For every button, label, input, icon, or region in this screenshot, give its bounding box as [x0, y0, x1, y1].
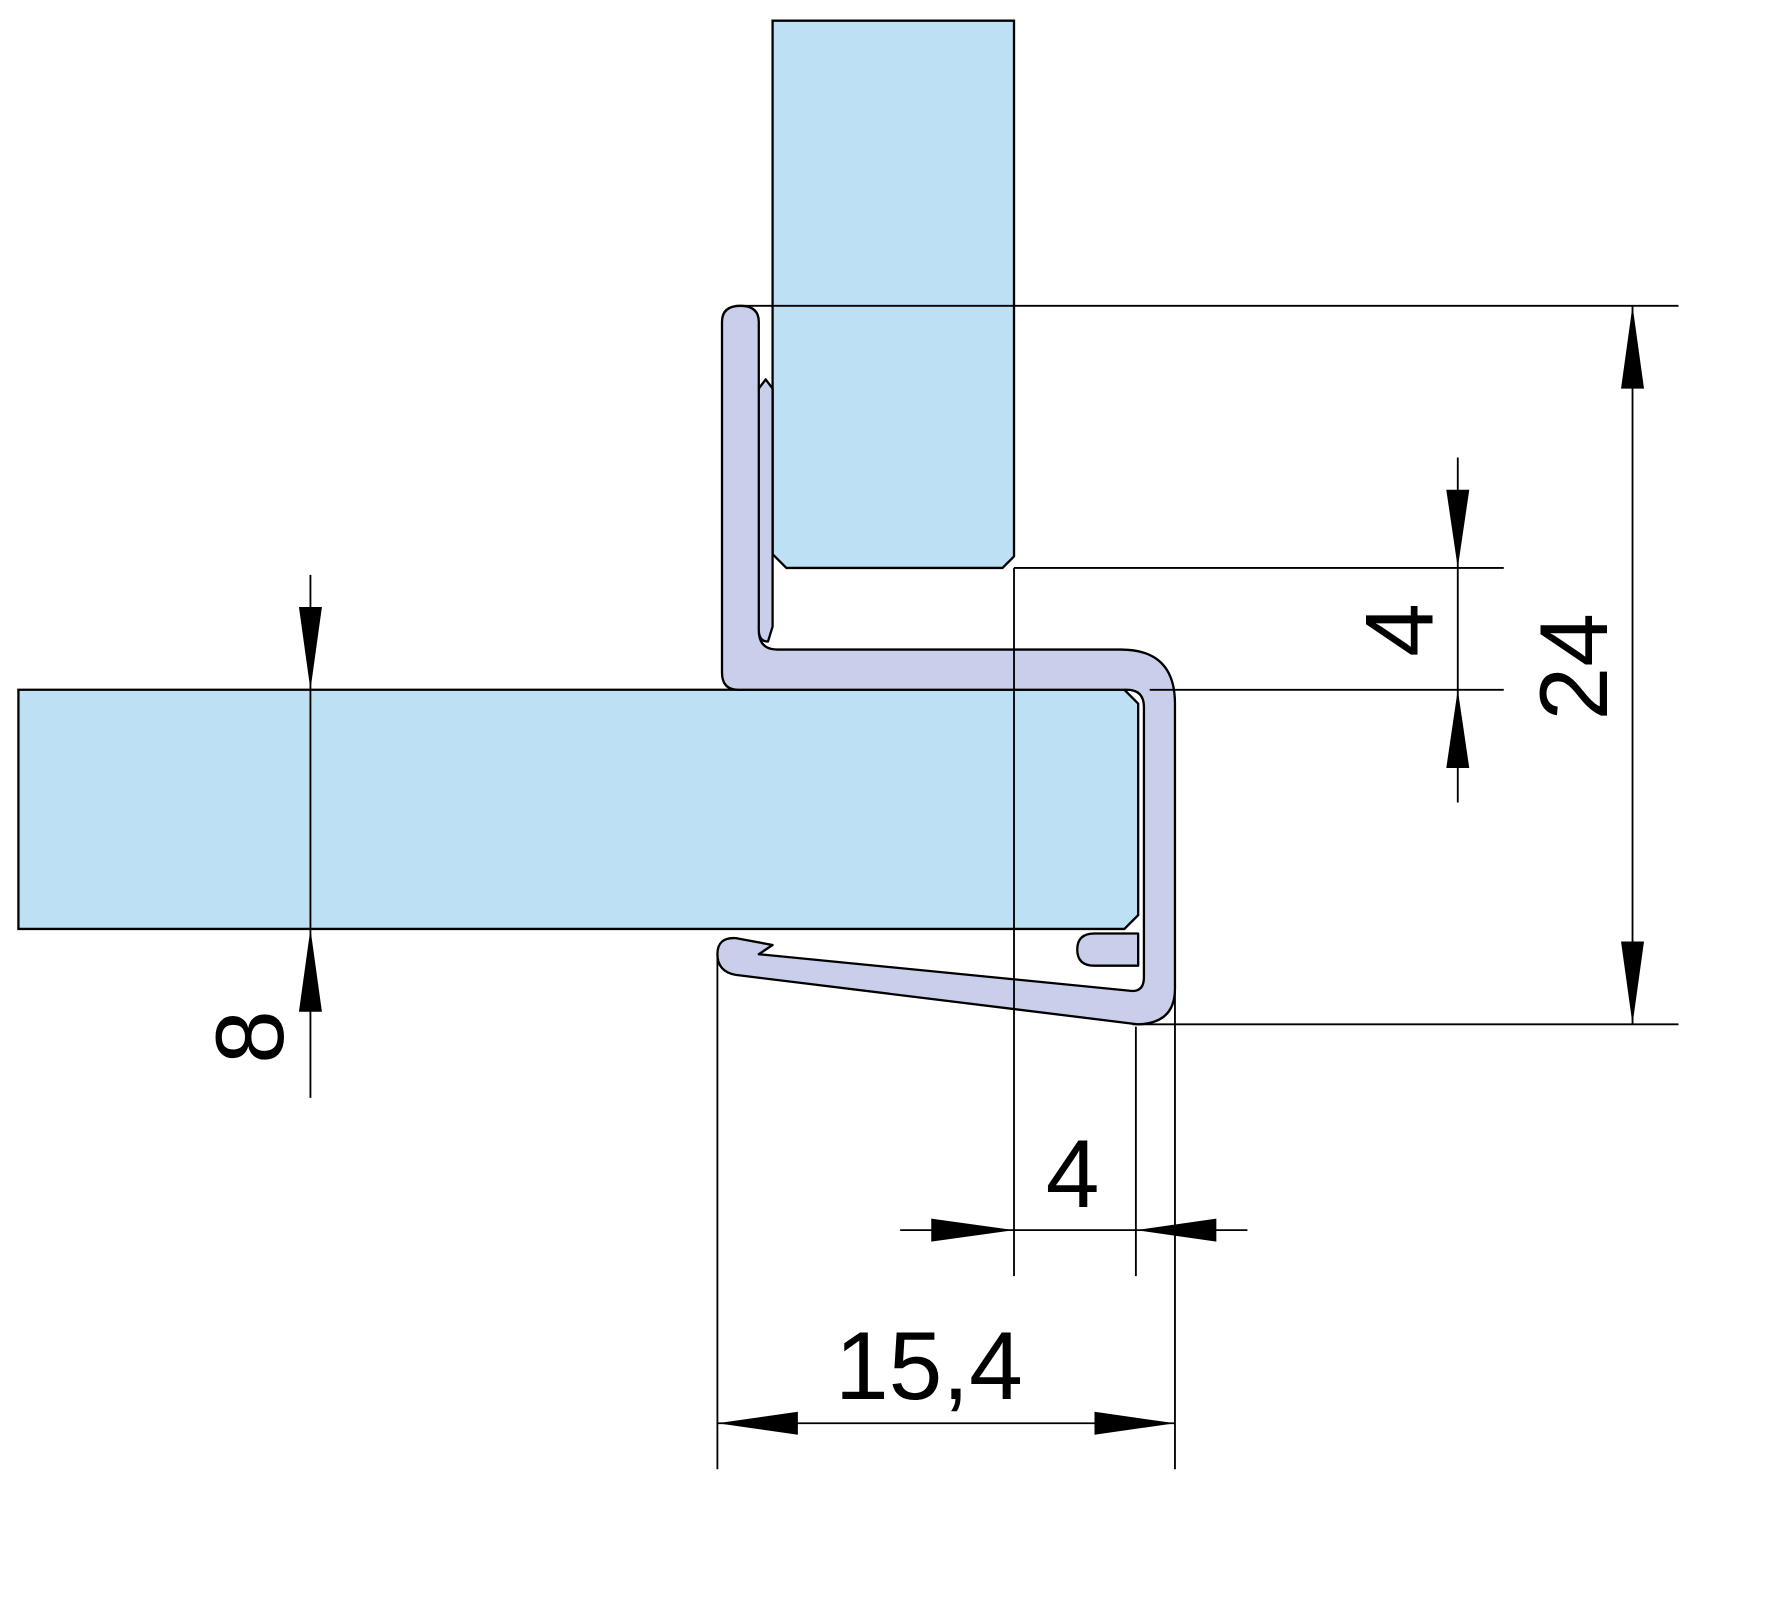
arrow-icon	[1621, 305, 1645, 389]
dimension-overall-width: 15,4	[717, 1313, 1175, 1435]
lower-glass-panel	[17, 688, 1140, 931]
arrow-icon	[298, 607, 322, 690]
seal-hook	[1076, 932, 1140, 967]
dimension-gap-width: 4	[900, 1121, 1248, 1242]
arrow-icon	[1446, 689, 1470, 768]
dimension-glass-thickness: 8	[197, 574, 322, 1098]
dimension-overall-height: 24	[1521, 305, 1645, 1025]
dimension-label: 15,4	[835, 1313, 1023, 1420]
arrow-icon	[1621, 941, 1645, 1025]
upper-glass-panel	[771, 19, 1016, 570]
arrow-icon	[717, 1411, 798, 1435]
arrow-icon	[1135, 1218, 1217, 1242]
dimension-label: 8	[197, 1010, 304, 1064]
dimension-label: 24	[1521, 613, 1628, 720]
arrow-icon	[1446, 489, 1470, 568]
arrow-icon	[298, 928, 322, 1012]
dimension-gap-height: 4	[1346, 457, 1470, 803]
arrow-icon	[1094, 1411, 1175, 1435]
arrow-icon	[931, 1218, 1015, 1242]
dimension-label: 4	[1046, 1121, 1100, 1228]
dimension-label: 4	[1346, 603, 1453, 657]
extension-lines	[716, 304, 1679, 1470]
seal-profile	[716, 304, 1177, 1026]
